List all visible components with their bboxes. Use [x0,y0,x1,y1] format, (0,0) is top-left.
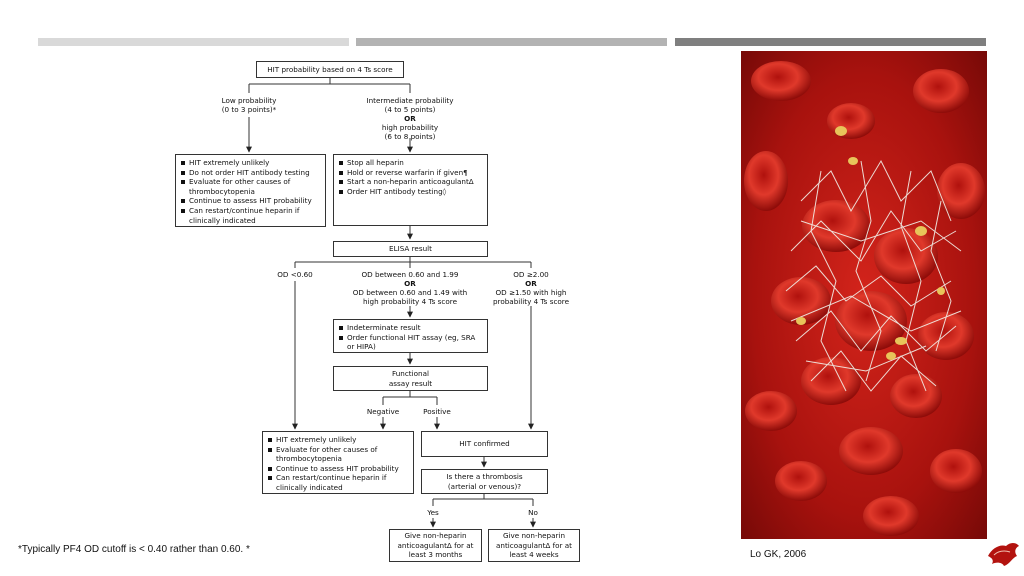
od-mid-or: OR [404,279,416,288]
low-action-item: Continue to assess HIT probability [181,196,321,206]
start-text: HIT probability based on 4 Ts score [267,64,393,74]
od-mid-line1: OD between 0.60 and 1.99 [361,270,459,279]
high-action-item: Start a non-heparin anticoagulantΔ [339,177,483,187]
no-action-line3: least 4 weeks [509,550,559,560]
yes-label: Yes [427,508,439,517]
negative-actions-box: HIT extremely unlikely Evaluate for othe… [262,431,414,494]
thrombosis-box: Is there a thrombosis (arterial or venou… [421,469,548,494]
header-bar-light [38,38,349,46]
od-mid-label: OD between 0.60 and 1.99 OR OD between 0… [340,270,480,306]
thrombosis-line2: (arterial or venous)? [447,481,522,491]
od-high-line3: probability 4 Ts score [492,297,570,306]
od-low-label: OD <0.60 [277,270,313,279]
footnote: *Typically PF4 OD cutoff is < 0.40 rathe… [18,544,250,555]
negative-action-item: HIT extremely unlikely [268,435,409,445]
no-action-line2: anticoagulantΔ for at [495,540,572,550]
indeterminate-item: Indeterminate result [339,323,483,333]
negative-action-item: Evaluate for other causes of thrombocyto… [268,445,409,464]
blood-clot-image [741,51,987,539]
yes-action-line1: Give non-heparin [404,531,467,541]
yes-action-line3: least 3 months [408,550,463,560]
high-probability-line1: Intermediate probability [366,96,454,105]
blood-clot-illustration [741,51,987,539]
high-action-item: Order HIT antibody testing◊ [339,187,483,197]
low-probability-line1: Low probability [221,96,277,105]
low-probability-label: Low probability (0 to 3 points)* [205,96,293,114]
low-action-item: Can restart/continue heparin if clinical… [181,206,321,225]
no-label: No [528,508,538,517]
header-bar-medium [356,38,667,46]
elisa-text: ELISA result [389,244,432,254]
elisa-box: ELISA result [333,241,488,257]
negative-label: Negative [366,407,400,416]
low-probability-line2: (0 to 3 points)* [221,105,277,114]
start-box: HIT probability based on 4 Ts score [256,61,404,78]
high-probability-line2: (4 to 5 points) [384,105,436,114]
high-action-item: Stop all heparin [339,158,483,168]
low-actions-box: HIT extremely unlikely Do not order HIT … [175,154,326,227]
high-probability-or: OR [404,114,416,123]
high-probability-line4: (6 to 8 points) [384,132,436,141]
yes-action-box: Give non-heparin anticoagulantΔ for at l… [389,529,482,562]
od-high-line2: OD ≥1.50 with high [495,288,567,297]
indeterminate-box: Indeterminate result Order functional HI… [333,319,488,353]
od-high-label: OD ≥2.00 OR OD ≥1.50 with high probabili… [481,270,581,306]
high-probability-line3: high probability [381,123,439,132]
functional-assay-box: Functional assay result [333,366,488,391]
high-action-item: Hold or reverse warfarin if given¶ [339,168,483,178]
yes-action-line2: anticoagulantΔ for at [397,540,474,550]
citation: Lo GK, 2006 [750,549,807,560]
positive-label: Positive [423,407,451,416]
no-action-line1: Give non-heparin [502,531,566,541]
od-high-line1: OD ≥2.00 [513,270,549,279]
hit-confirmed-box: HIT confirmed [421,431,548,457]
negative-action-item: Continue to assess HIT probability [268,464,409,474]
low-action-item: Do not order HIT antibody testing [181,168,321,178]
corner-logo-icon [988,543,1019,566]
indeterminate-item: Order functional HIT assay (eg, SRA or H… [339,333,483,352]
low-action-item: Evaluate for other causes of thrombocyto… [181,177,321,196]
od-mid-line3: high probability 4 Ts score [363,297,457,306]
thrombosis-line1: Is there a thrombosis [446,471,523,481]
header-bar-dark [675,38,986,46]
high-actions-box: Stop all heparin Hold or reverse warfari… [333,154,488,226]
od-high-or: OR [525,279,537,288]
low-action-item: HIT extremely unlikely [181,158,321,168]
functional-line2: assay result [388,378,433,388]
hit-confirmed-text: HIT confirmed [459,439,510,449]
no-action-box: Give non-heparin anticoagulantΔ for at l… [488,529,580,562]
high-probability-label: Intermediate probability (4 to 5 points)… [350,96,470,141]
functional-line1: Functional [392,368,429,378]
od-mid-line2: OD between 0.60 and 1.49 with [352,288,468,297]
negative-action-item: Can restart/continue heparin if clinical… [268,473,409,492]
